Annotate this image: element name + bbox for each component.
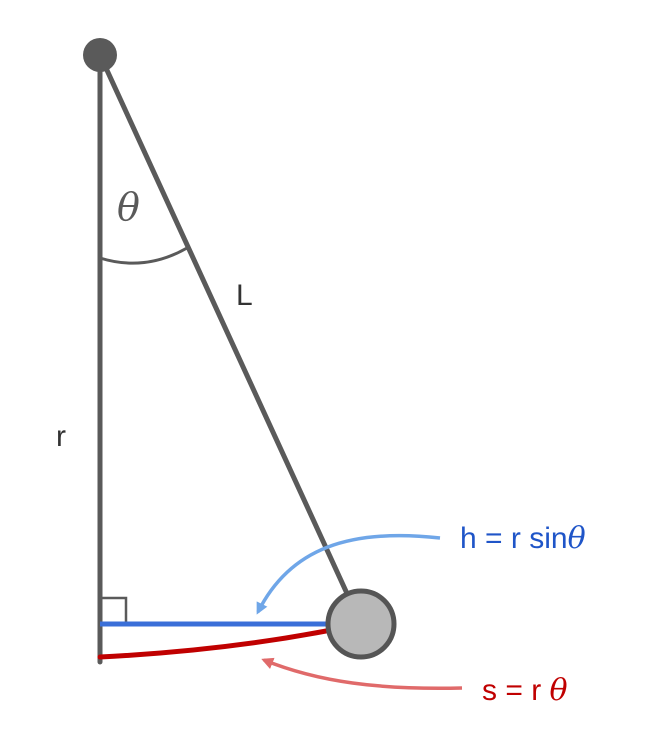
arc-formula-text: s = r (482, 674, 550, 707)
arc-formula-theta: θ (550, 673, 568, 708)
right-angle-marker-icon (100, 596, 128, 624)
height-arrow (256, 533, 441, 615)
radius-label: r (56, 420, 66, 453)
height-formula-theta: θ (568, 521, 586, 556)
theta-label: θ (117, 185, 140, 229)
pendulum-string-line (97, 52, 364, 627)
height-formula: h = r sinθ (460, 521, 586, 556)
theta-angle-arc (99, 246, 188, 265)
length-label: L (236, 279, 253, 312)
arc-arrow (261, 657, 463, 691)
arc-formula: s = r θ (482, 673, 568, 708)
height-formula-text: h = r sin (460, 522, 568, 555)
arc-length-curve (97, 621, 364, 660)
pivot-dot-icon (83, 38, 117, 72)
pendulum-bob-icon (325, 588, 397, 660)
